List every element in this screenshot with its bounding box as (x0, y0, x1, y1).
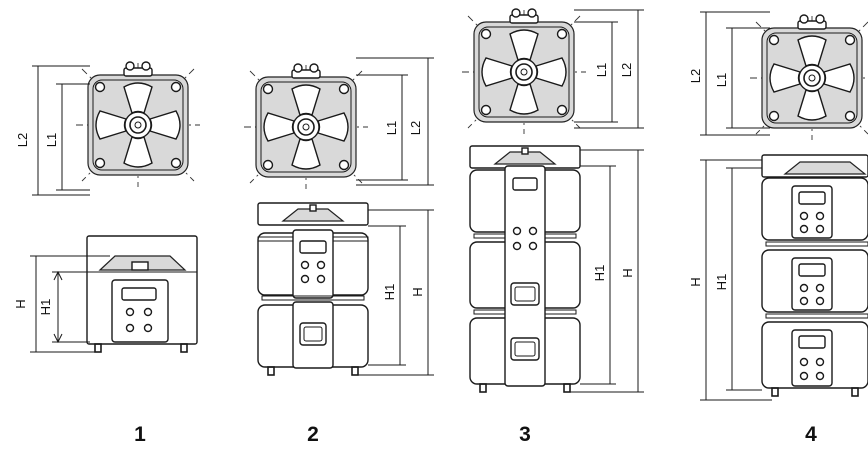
label-l1-v2: L1 (384, 121, 399, 135)
label-h-v2: H (410, 287, 425, 296)
label-l2-v1: L2 (15, 133, 30, 147)
label-h-v4: H (688, 277, 703, 286)
label-h1-v1: H1 (38, 299, 53, 316)
label-h-v1: H (13, 299, 28, 308)
label-h1-v2: H1 (382, 284, 397, 301)
label-h-v3: H (620, 268, 635, 277)
variant-number-4: 4 (805, 423, 817, 446)
variant-2: L1 L2 H1 H 2 (243, 57, 434, 446)
label-l1-v3: L1 (594, 63, 609, 77)
label-l2-v3: L2 (619, 63, 634, 77)
label-h1-v3: H1 (592, 265, 607, 282)
variant-number-1: 1 (134, 423, 146, 446)
variant-number-2: 2 (307, 423, 319, 446)
variant-3: L1 L2 H1 H 3 (461, 8, 644, 446)
label-l2-v2: L2 (408, 121, 423, 135)
label-l2-v4: L2 (688, 69, 703, 83)
variant-1: L2 L1 H H1 1 (13, 61, 201, 446)
variant-4: L2 L1 H H1 (688, 11, 868, 446)
label-h1-v4: H1 (714, 274, 729, 291)
variant-number-3: 3 (519, 423, 531, 446)
label-l1-v1: L1 (44, 133, 59, 147)
label-l1-v4: L1 (714, 73, 729, 87)
